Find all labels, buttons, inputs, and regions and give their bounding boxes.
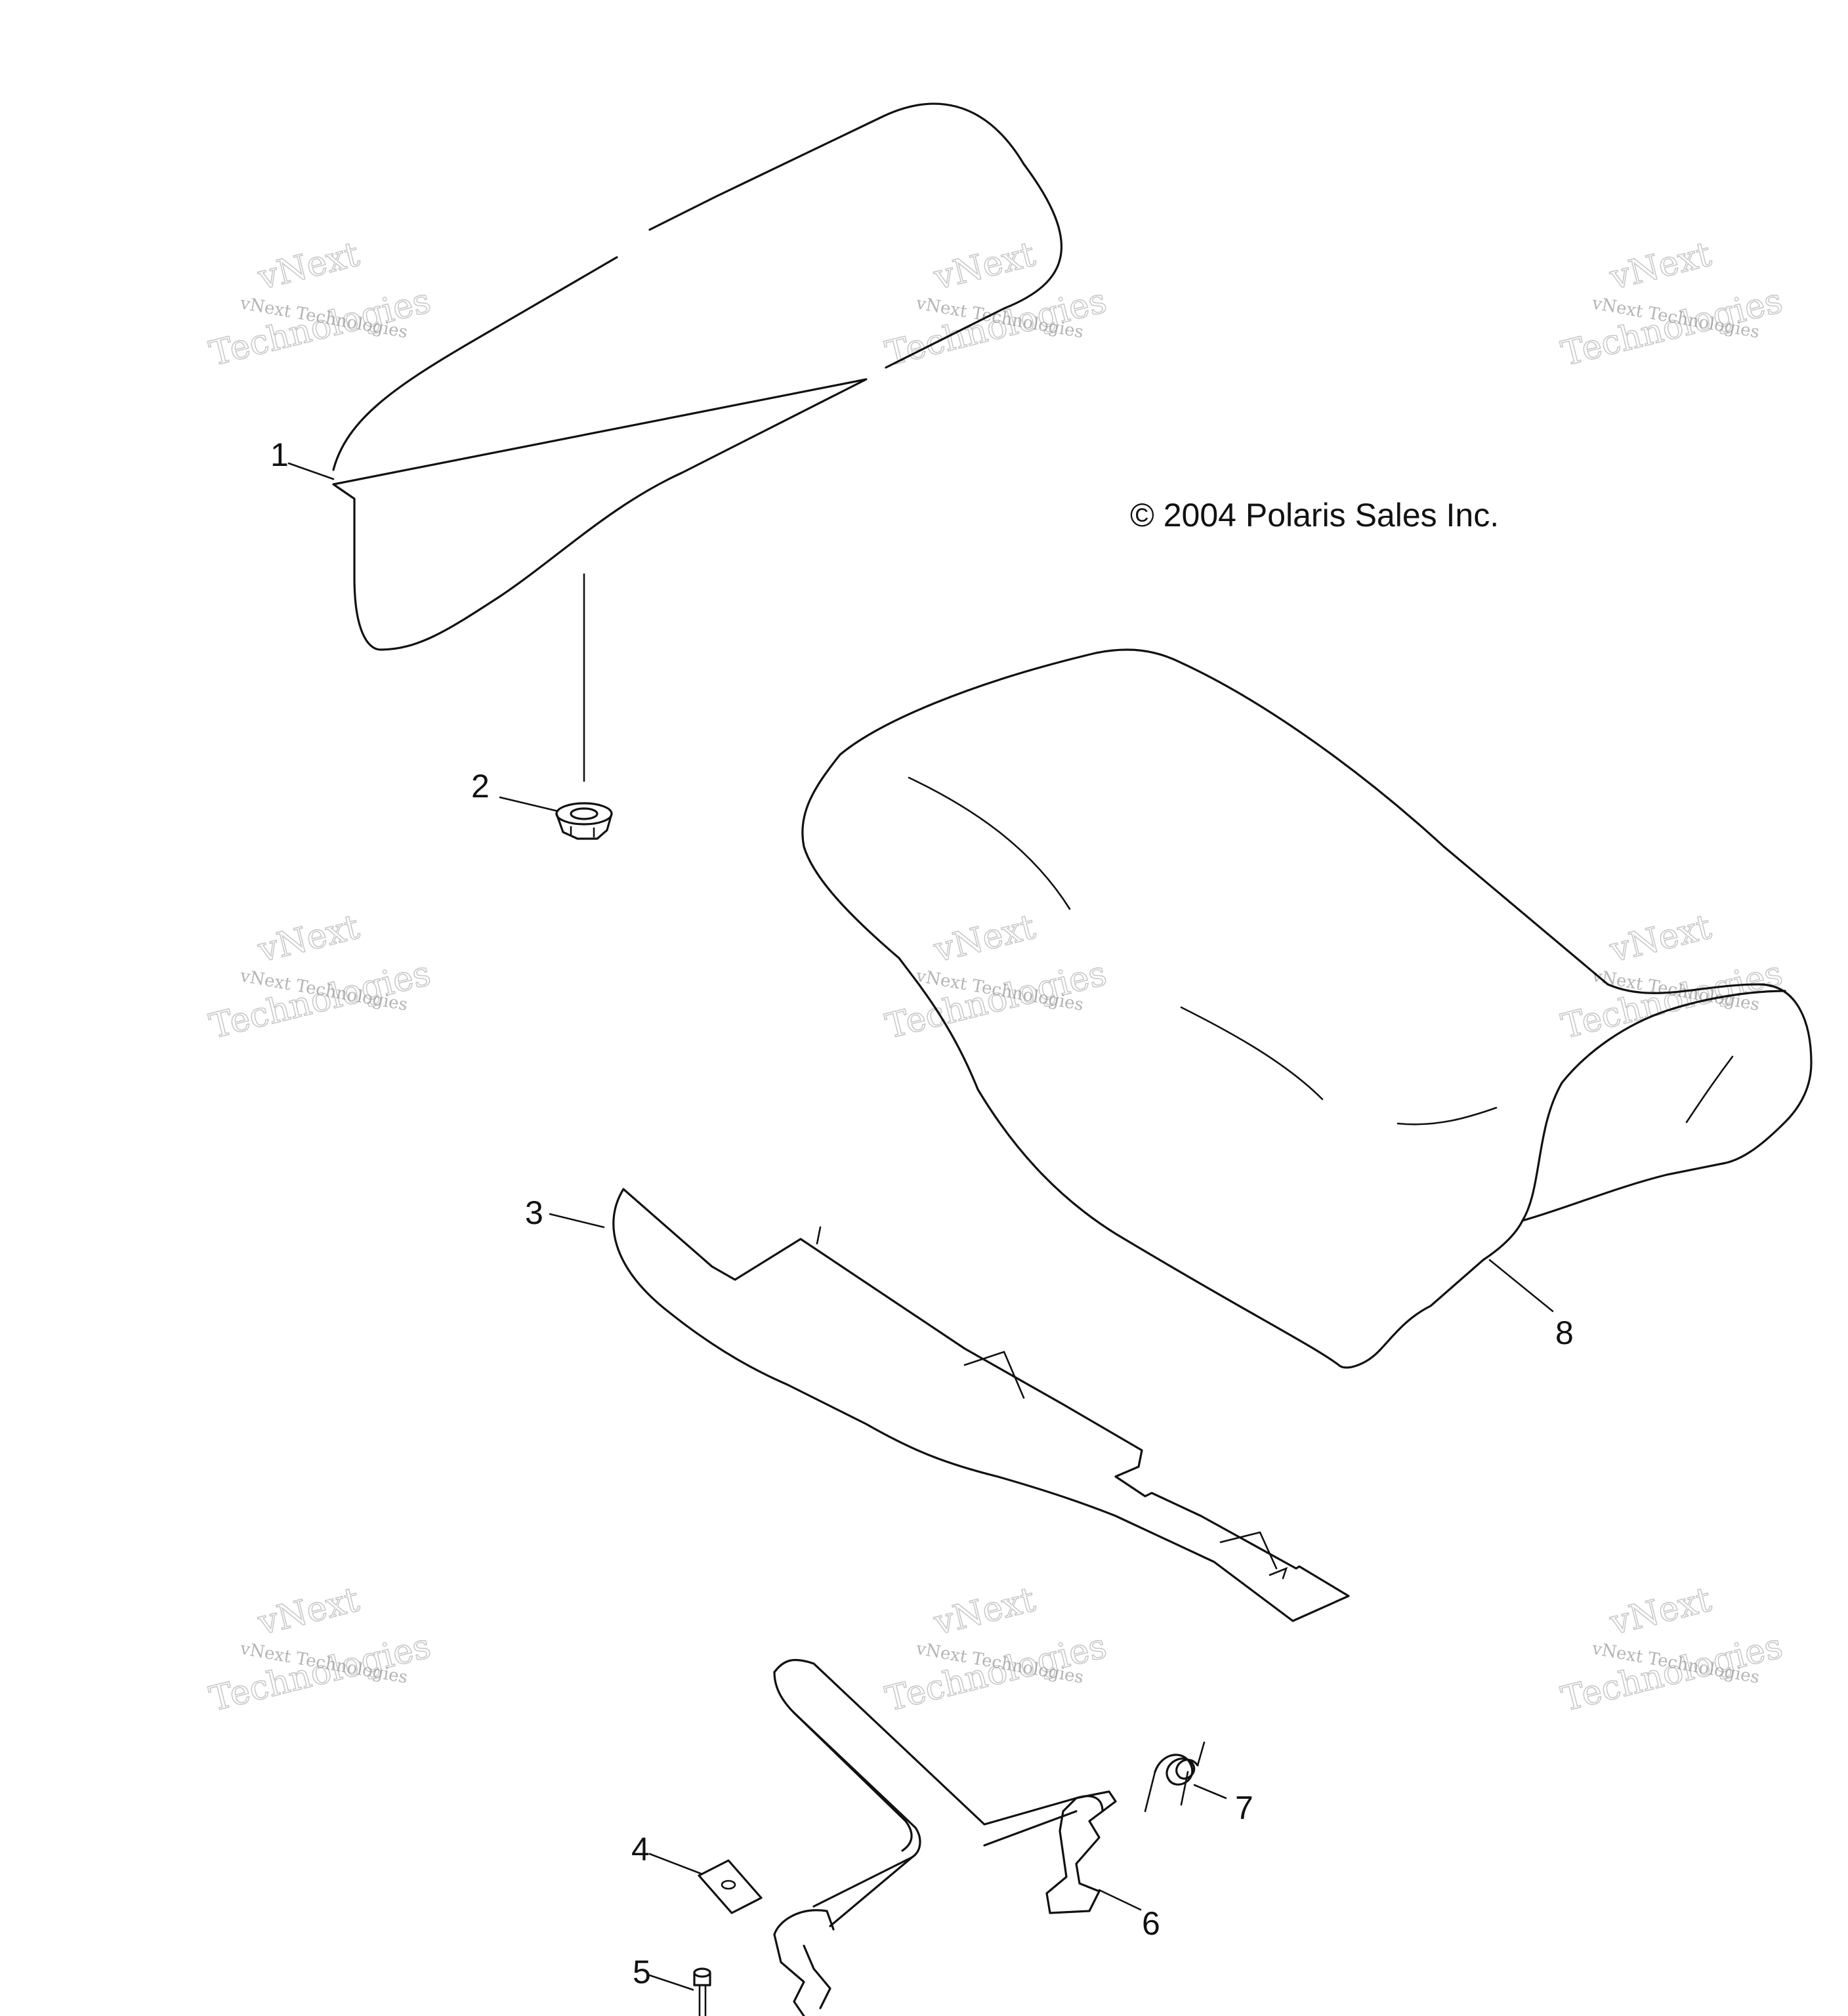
pan-rib	[1219, 1531, 1278, 1570]
part-5-pin	[693, 1967, 711, 2016]
leader-line-2	[499, 796, 559, 812]
leader-line-1	[287, 462, 335, 480]
leader-line-3	[549, 1213, 605, 1228]
callout-3: 3	[525, 1194, 543, 1231]
watermark-brand-top: vNext	[930, 908, 1040, 971]
pan-rib	[1269, 1566, 1288, 1580]
watermark-brand-bottom: Technologies	[1558, 1626, 1786, 1719]
part-4-plate	[698, 1859, 763, 1914]
watermark: vNext vNext Technologies Technologies	[1557, 1580, 1787, 1720]
leader-line-4	[648, 1853, 702, 1875]
watermark-brand-bottom: Technologies	[1558, 281, 1786, 373]
callout-1: 1	[270, 436, 289, 473]
watermark-brand-top: vNext	[930, 235, 1040, 298]
watermark: vNext vNext Technologies Technologies	[881, 907, 1111, 1047]
callout-6: 6	[1142, 1905, 1160, 1942]
watermark: vNext vNext Technologies Technologies	[205, 907, 435, 1047]
watermark-brand-top: vNext	[254, 908, 364, 971]
part-1-rear-seat	[332, 102, 1063, 651]
seat-crease-4	[1685, 1055, 1734, 1124]
watermark-brand-top: vNext	[254, 1580, 364, 1643]
pan-rib	[963, 1351, 1025, 1399]
watermark-brand-bottom: Technologies	[882, 1626, 1110, 1719]
spring-leg	[1180, 1771, 1189, 1806]
seat-crease-1	[908, 776, 1071, 910]
part-6-latch-bracket	[773, 1658, 1117, 2016]
leader-line-6	[1098, 1889, 1142, 1911]
watermark: vNext vNext Technologies Technologies	[205, 234, 435, 375]
leader-line-7	[1193, 1784, 1227, 1799]
watermark-brand-bottom: Technologies	[882, 954, 1110, 1046]
watermark-brand-bottom: Technologies	[206, 281, 434, 373]
seat-crease-3	[1396, 1106, 1498, 1125]
callout-5: 5	[633, 1954, 651, 1990]
seat-crease-2	[1180, 1006, 1324, 1101]
watermark-brand-top: vNext	[930, 1580, 1040, 1643]
watermark-brand-top: vNext	[1606, 235, 1715, 298]
watermark-brand-bottom: Technologies	[206, 1626, 434, 1719]
callout-7: 7	[1235, 1790, 1253, 1826]
watermark: vNext vNext Technologies Technologies	[1557, 234, 1787, 375]
watermark-brand-bottom: Technologies	[882, 281, 1110, 373]
spring-leg	[1196, 1741, 1206, 1767]
callout-2: 2	[471, 768, 490, 805]
watermark-brand-top: vNext	[1606, 908, 1715, 971]
watermark-brand-bottom: Technologies	[206, 954, 434, 1046]
part-7-spring	[1144, 1741, 1206, 1813]
plate-hole	[721, 1880, 736, 1890]
watermark-brand-top: vNext	[254, 235, 364, 298]
watermark-layer: vNext vNext Technologies Technologies vN…	[205, 234, 1787, 1720]
copyright-text: © 2004 Polaris Sales Inc.	[1130, 497, 1499, 534]
leader-line-8	[1488, 1259, 1554, 1312]
callout-4: 4	[631, 1831, 650, 1868]
callout-8: 8	[1555, 1314, 1574, 1351]
watermark: vNext vNext Technologies Technologies	[1557, 907, 1787, 1047]
leader-line-5	[648, 1974, 694, 1991]
part-3-seat-base	[612, 1188, 1350, 1622]
watermark-brand-top: vNext	[1606, 1580, 1715, 1643]
spring-leg	[1144, 1771, 1156, 1813]
pan-rib	[816, 1226, 822, 1245]
watermark-brand-bottom: Technologies	[1558, 954, 1786, 1046]
part-8-front-seat	[801, 648, 1813, 1369]
watermark: vNext vNext Technologies Technologies	[205, 1580, 435, 1720]
part-2-nut	[555, 802, 613, 840]
watermark: vNext vNext Technologies Technologies	[881, 1580, 1111, 1720]
